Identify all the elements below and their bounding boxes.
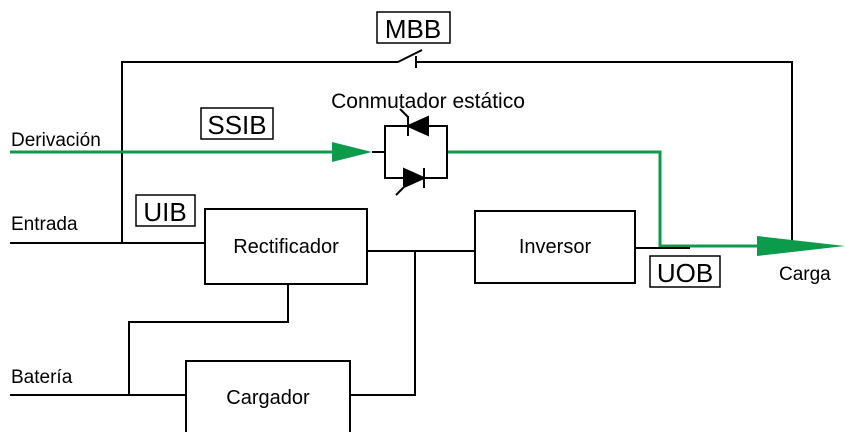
load-label: Carga bbox=[779, 264, 831, 285]
ssib-label: SSIB bbox=[207, 110, 266, 140]
load-arrow-head bbox=[757, 236, 845, 256]
bypass-label: Derivación bbox=[11, 130, 101, 151]
mbb-label: MBB bbox=[385, 14, 441, 44]
input-label: Entrada bbox=[11, 214, 78, 235]
rectifier-block: Rectificador bbox=[204, 208, 368, 285]
uib-label: UIB bbox=[143, 197, 186, 227]
dc-bus-wiring bbox=[128, 250, 475, 396]
static-switch-symbol bbox=[372, 108, 448, 196]
battery-label: Batería bbox=[11, 367, 73, 388]
rectifier-label: Rectificador bbox=[233, 236, 339, 258]
inverter-block: Inversor bbox=[474, 210, 636, 284]
bypass-arrow-head bbox=[332, 142, 372, 162]
uob-label: UOB bbox=[657, 258, 713, 288]
charger-block: Cargador bbox=[185, 360, 351, 432]
ssib-label-box: SSIB bbox=[200, 107, 274, 140]
bypass-path bbox=[10, 150, 760, 248]
uib-label-box: UIB bbox=[135, 194, 196, 227]
uob-label-box: UOB bbox=[649, 255, 721, 288]
static-switch-label: Conmutador estático bbox=[331, 90, 525, 113]
mbb-label-box: MBB bbox=[376, 11, 451, 44]
charger-label: Cargador bbox=[226, 387, 310, 409]
inverter-label: Inversor bbox=[519, 236, 592, 258]
